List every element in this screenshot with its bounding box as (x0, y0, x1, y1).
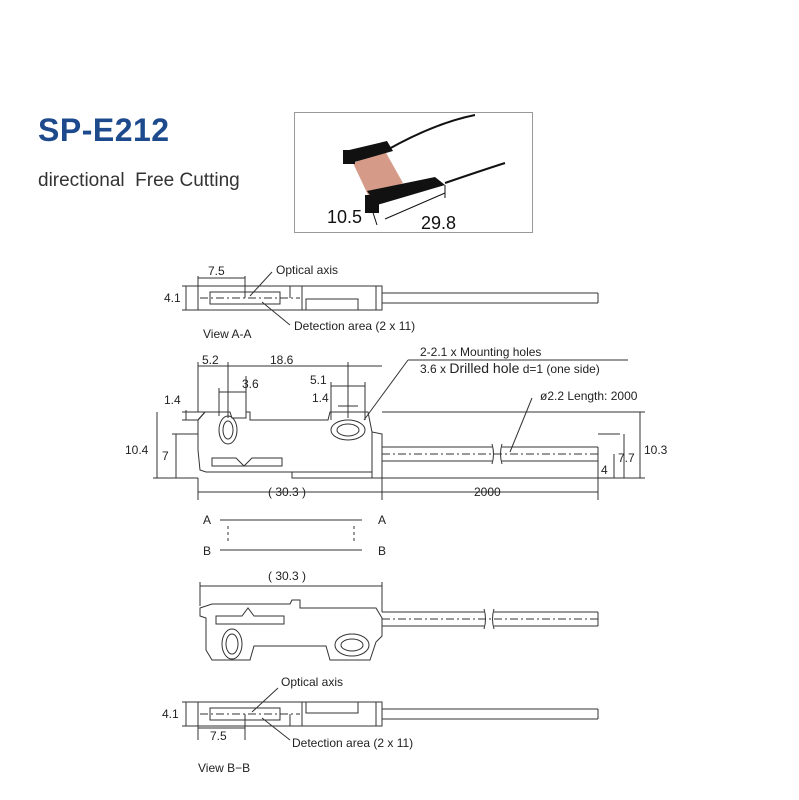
dim-4: 4 (601, 463, 608, 477)
photo-dim-line-height (367, 196, 378, 226)
back-mounting-hole-left-inner (225, 633, 239, 655)
dim-10-4: 10.4 (125, 443, 149, 457)
photo-lower-head (367, 177, 445, 205)
view-b-label: View B−B (198, 761, 250, 775)
product-photo: 10.5 29.8 (294, 112, 533, 233)
photo-dim-line-length (384, 192, 446, 220)
front-view-detection-mark (211, 457, 283, 467)
cable-leader (509, 397, 533, 453)
view-a-optical-axis-label: Optical axis (276, 263, 338, 277)
photo-cable-upper (386, 114, 476, 151)
view-a-a (182, 271, 599, 326)
back-cable-break-right (492, 608, 495, 630)
dim-7-7: 7.7 (618, 451, 635, 465)
dim-2000: 2000 (474, 485, 501, 499)
drilled-hole-label-prefix: 3.6 x (420, 362, 449, 376)
back-mounting-hole-right (334, 633, 370, 657)
view-a-detection-leader (261, 301, 291, 326)
view-a-detection-area-label: Detection area (2 x 11) (294, 319, 415, 333)
view-a-slot (305, 298, 359, 311)
photo-dim-height: 10.5 (327, 207, 362, 227)
dim-30-3: ( 30.3 ) (268, 485, 306, 499)
view-b-optical-axis-leader (251, 687, 279, 713)
dim-18-6: 18.6 (270, 353, 294, 367)
photo-cable-lower (444, 162, 506, 184)
cable-label: ø2.2 Length: 2000 (540, 389, 638, 403)
back-mounting-hole-left (221, 628, 243, 660)
drilled-hole-label: 3.6 x Drilled hole d=1 (one side) (420, 360, 600, 376)
view-b-optical-axis-label: Optical axis (281, 675, 343, 689)
front-view-chamfer (197, 411, 206, 421)
front-view (153, 359, 645, 500)
dim-5-1: 5.1 (310, 373, 327, 387)
photo-upper-head-tip (343, 150, 355, 164)
view-b-detection-area-label: Detection area (2 x 11) (292, 736, 413, 750)
product-photo-drawing: 10.5 29.8 (327, 114, 506, 233)
view-b-slot (305, 701, 359, 714)
section-b-left: B (203, 544, 211, 558)
view-a-dim-4-1: 4.1 (164, 291, 181, 305)
mounting-hole-left-inner (222, 420, 234, 440)
mounting-hole-right (330, 419, 366, 441)
photo-detection-ribbon (353, 151, 403, 197)
view-a-dim-7-5: 7.5 (208, 264, 225, 278)
dim-1-4-left: 1.4 (164, 393, 181, 407)
product-title: SP-E212 (38, 112, 170, 148)
view-b-detection-leader (261, 717, 291, 741)
back-view-body (199, 599, 383, 661)
dim-3-6: 3.6 (242, 377, 259, 391)
dim-10-3: 10.3 (644, 443, 668, 457)
back-mounting-hole-right-inner (340, 638, 364, 652)
back-view (199, 582, 599, 661)
back-view-detection-mark (215, 607, 285, 625)
view-b-b (182, 687, 599, 741)
section-a-left: A (203, 513, 211, 527)
dim-1-4-right: 1.4 (312, 391, 329, 405)
mounting-hole-leader (363, 359, 409, 421)
section-b-right: B (378, 544, 386, 558)
drilled-hole-label-main: Drilled hole (449, 360, 519, 376)
section-a-right: A (378, 513, 386, 527)
view-b-dim-7-5: 7.5 (210, 729, 227, 743)
front-view-body (197, 411, 383, 479)
photo-upper-head (345, 141, 393, 163)
photo-dim-length: 29.8 (421, 213, 456, 232)
view-b-dim-4-1: 4.1 (162, 707, 179, 721)
section-marks (220, 519, 362, 551)
drilled-hole-label-suffix: d=1 (one side) (519, 362, 599, 376)
product-subtitle: directional Free Cutting (38, 170, 240, 191)
dim-7: 7 (162, 449, 169, 463)
view-a-optical-axis-leader (249, 271, 273, 297)
mounting-hole-right-inner (336, 423, 360, 437)
view-a-label: View A-A (203, 327, 251, 341)
dim-5-2: 5.2 (202, 353, 219, 367)
back-dim-30-3: ( 30.3 ) (268, 569, 306, 583)
mounting-holes-label: 2-2.1 x Mounting holes (420, 345, 541, 359)
mounting-hole-left (218, 415, 238, 445)
front-cable-break-left (491, 443, 494, 465)
